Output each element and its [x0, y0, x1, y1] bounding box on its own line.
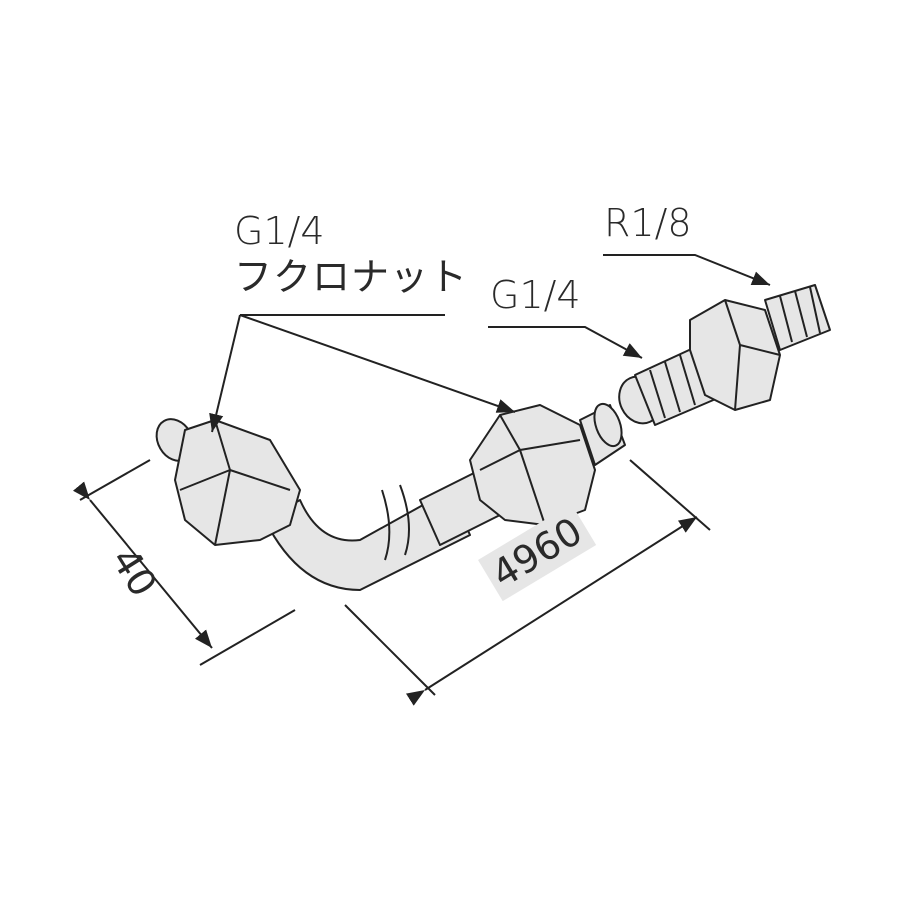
right-flare-nut: [469, 404, 596, 526]
label-nut-size: G1/4: [234, 209, 325, 253]
left-flare-nut: [174, 419, 301, 546]
label-adapter-female-thread: G1/4: [490, 273, 581, 317]
adapter-hex: [689, 299, 781, 411]
label-adapter-male-thread: R1/8: [604, 201, 692, 245]
label-nut-name: フクロナット: [234, 255, 469, 299]
